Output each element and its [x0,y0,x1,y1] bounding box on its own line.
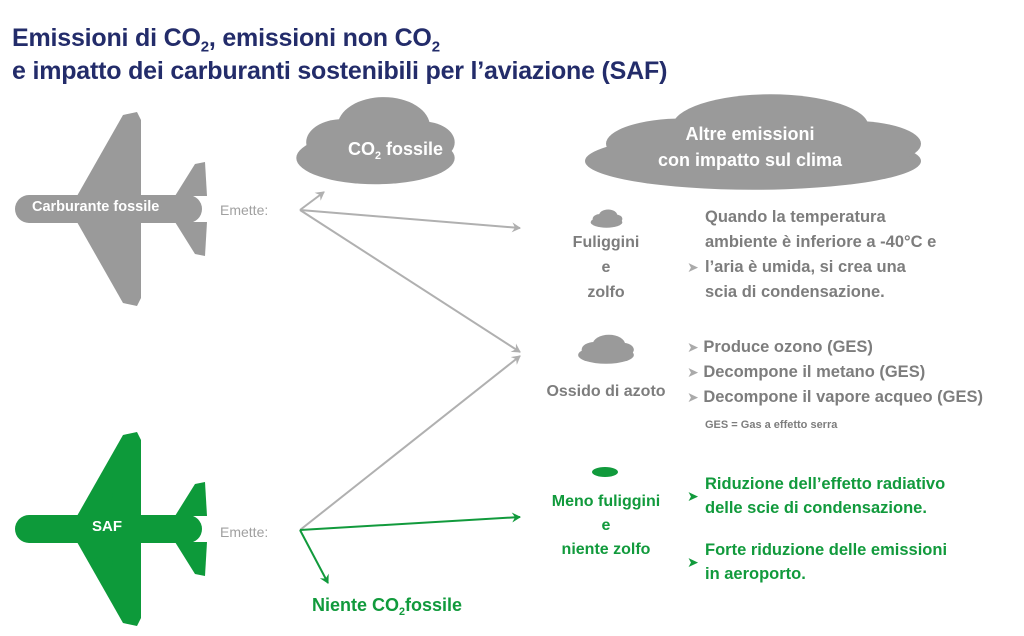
title-line-2: e impatto dei carburanti sostenibili per… [12,57,668,85]
arrow-to-nox [299,209,521,353]
saf-plane-label: SAF [92,518,122,535]
other-emissions-cloud-label: Altre emissioni con impatto sul clima [658,121,842,173]
nox-effects: ➤ Produce ozono (GES) ➤ Decompone il met… [687,335,983,410]
nox-effect: ➤ Decompone il vapore acqueo (GES) [687,388,983,406]
soot-cloud-icon [590,209,623,228]
chevron-right-icon: ➤ [687,554,699,570]
fossil-plane-label: Carburante fossile [32,199,160,215]
arrow-to-co2 [299,191,325,211]
saf-arrow-to-nox [299,355,521,531]
nox-cloud-icon [578,334,634,364]
co2-cloud-label: CO2 fossile [348,139,444,162]
chevron-right-icon: ➤ [687,259,699,275]
saf-small-cloud-icon [592,467,618,477]
fossil-emits-label: Emette: [220,202,269,218]
chevron-right-icon: ➤ [687,488,699,504]
nox-effect: ➤ Produce ozono (GES) [687,338,873,356]
saf-arrow-to-soot [299,512,521,531]
no-fossil-co2-label: Niente CO2fossile [312,595,463,618]
nox-label: Ossido di azoto [546,383,666,400]
other-emissions-line-2: con impatto sul clima [657,150,843,170]
saf-emits-label: Emette: [220,524,269,540]
ges-footnote: GES = Gas a effetto serra [705,419,838,431]
other-emissions-line-1: Altre emissioni [685,124,815,144]
title-line-1: Emissioni di CO2, emissioni non CO2 [12,24,440,56]
nox-effect: ➤ Decompone il metano (GES) [687,363,926,381]
saf-arrow-to-no-co2 [299,529,329,584]
arrow-to-soot [299,209,521,233]
